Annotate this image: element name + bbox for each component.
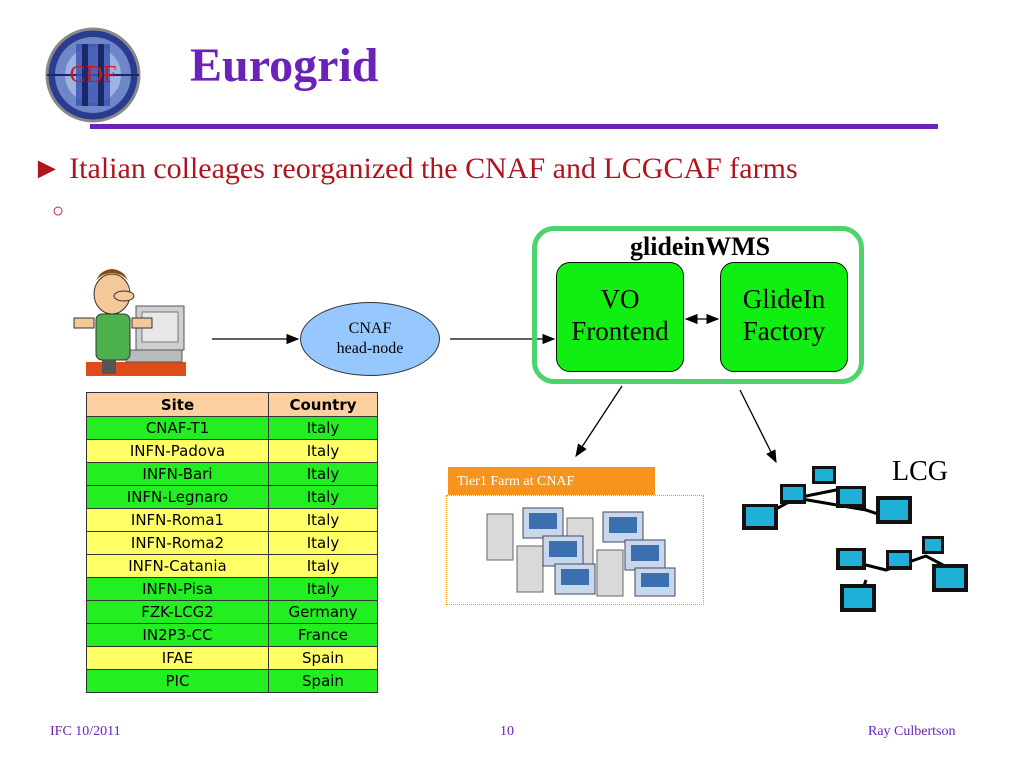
cnaf-headnode: CNAF head-node	[300, 302, 440, 376]
logo-text: CDF	[70, 62, 117, 88]
gf-line1: GlideIn	[742, 284, 826, 314]
site-cell: INFN-Bari	[86, 462, 269, 486]
site-cell: INFN-Catania	[86, 554, 269, 578]
site-cell: INFN-Roma2	[86, 531, 269, 555]
country-cell: Spain	[268, 669, 378, 693]
site-cell: INFN-Padova	[86, 439, 269, 463]
site-cell: INFN-Roma1	[86, 508, 269, 532]
header-site: Site	[86, 392, 269, 417]
arrow-to-lcg	[739, 389, 777, 464]
country-cell: France	[268, 623, 378, 647]
country-cell: Germany	[268, 600, 378, 624]
arrow-to-tier1	[575, 385, 623, 458]
site-cell: PIC	[86, 669, 269, 693]
sub-bullet: ○	[52, 200, 65, 222]
country-cell: Spain	[268, 646, 378, 670]
cdf-logo: CDF	[44, 26, 142, 124]
headnode-line2: head-node	[336, 340, 404, 357]
country-cell: Italy	[268, 416, 378, 440]
country-cell: Italy	[268, 531, 378, 555]
tier1-farm-box	[446, 495, 704, 605]
tier1-label: Tier1 Farm at CNAF	[457, 474, 575, 489]
footer-left: IFC 10/2011	[50, 724, 121, 739]
country-cell: Italy	[268, 439, 378, 463]
lcg-label: LCG	[892, 456, 948, 487]
glideinwms-group	[532, 226, 864, 384]
glideinwms-label: glideinWMS	[630, 232, 771, 261]
table-header-row: Site Country	[86, 392, 378, 417]
headnode-line1: CNAF	[348, 320, 392, 337]
site-cell: INFN-Pisa	[86, 577, 269, 601]
country-cell: Italy	[268, 508, 378, 532]
bullet-text: ► Italian colleages reorganized the CNAF…	[32, 152, 798, 185]
country-cell: Italy	[268, 462, 378, 486]
slide-title: Eurogrid	[190, 39, 379, 92]
country-cell: Italy	[268, 485, 378, 509]
site-cell: CNAF-T1	[86, 416, 269, 440]
server-cluster-icon	[486, 507, 676, 597]
glidein-factory-box: GlideIn Factory	[720, 262, 848, 372]
network-computers-icon	[736, 460, 982, 628]
site-cell: INFN-Legnaro	[86, 485, 269, 509]
gf-line2: Factory	[742, 316, 826, 346]
country-cell: Italy	[268, 577, 378, 601]
tier1-label-bg	[448, 467, 655, 495]
site-cell: IFAE	[86, 646, 269, 670]
country-cell: Italy	[268, 554, 378, 578]
site-cell: IN2P3-CC	[86, 623, 269, 647]
header-country: Country	[268, 392, 378, 417]
vo-line1: VO	[600, 284, 640, 314]
title-underline	[90, 124, 938, 129]
site-cell: FZK-LCG2	[86, 600, 269, 624]
footer-author: Ray Culbertson	[868, 724, 956, 739]
footer-page-number: 10	[500, 724, 514, 739]
vo-frontend-box: VO Frontend	[556, 262, 684, 372]
vo-line2: Frontend	[571, 316, 669, 346]
frustrated-user-icon	[66, 266, 194, 384]
